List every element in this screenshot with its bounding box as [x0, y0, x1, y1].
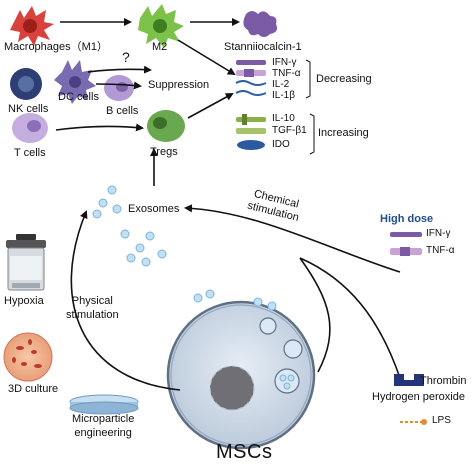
- cytokine-il-10: IL-10: [272, 113, 295, 124]
- physical-line-1: Physical: [71, 295, 113, 307]
- decreasing-cytokine-glyphs: [235, 60, 267, 96]
- suppression-label: Suppression: [148, 79, 210, 91]
- dc-cells-label: DC cells: [58, 91, 99, 103]
- 3d-culture-spheroid-icon: [3, 332, 53, 382]
- stimulation-arrows: [70, 204, 401, 391]
- msc-cell: [166, 289, 316, 450]
- increasing-label: Increasing: [318, 127, 369, 139]
- chemical-stimulation-arrow: [184, 204, 401, 273]
- m2-macrophage-icon: [138, 4, 184, 48]
- tregs-label: Tregs: [150, 146, 178, 158]
- hydrogen-peroxide-label: Hydrogen peroxide: [372, 391, 465, 403]
- suppression-upper-arrow: [87, 65, 152, 74]
- question-mark: ?: [122, 49, 130, 65]
- dc-cell-icon: [54, 60, 96, 104]
- cytokine-il-1-beta: IL-1β: [272, 90, 295, 101]
- cytokine-tnf-alpha: TNF-α: [272, 68, 301, 79]
- cytokine-ido: IDO: [272, 139, 290, 150]
- physical-stimulation-arrow: [70, 210, 181, 391]
- b-cell-icon: [104, 75, 134, 101]
- increasing-cytokine-glyphs: [236, 114, 266, 150]
- increasing-bracket: [309, 113, 315, 155]
- exosomes-label: Exosomes: [128, 203, 180, 215]
- microparticle-line-2: engineering: [74, 427, 132, 439]
- t-to-treg-arrow: [55, 123, 144, 132]
- physical-line-2: stimulation: [66, 309, 119, 321]
- nk-cell-icon: [10, 68, 42, 100]
- macrophage-m1-icon: [10, 6, 54, 46]
- stanniocalcin-label: Stanniiocalcin-1: [224, 41, 302, 53]
- m2-to-cytokines-arrow: [177, 39, 236, 76]
- exosome-particles: [92, 185, 167, 267]
- high-dose-ifn-label: IFN-γ: [426, 228, 451, 239]
- nk-cells-label: NK cells: [8, 103, 49, 115]
- suppression-lower-arrow: [95, 81, 142, 90]
- t-cell-icon: [12, 113, 48, 143]
- m2-label: M2: [152, 41, 168, 53]
- cytokine-ifn-gamma: IFN-γ: [272, 57, 297, 68]
- lps-label: LPS: [432, 415, 451, 426]
- hypoxia-label: Hypoxia: [4, 295, 44, 307]
- cytokine-tgf-beta1: TGF-β1: [272, 125, 307, 136]
- lps-icon: [400, 419, 427, 425]
- cytokine-il-2: IL-2: [272, 79, 290, 90]
- decreasing-bracket: [305, 59, 311, 99]
- thrombin-icon: [394, 374, 424, 386]
- stanniocalcin-protein-icon: [243, 11, 278, 37]
- thrombin-label: Thrombin: [420, 375, 467, 387]
- b-cells-label: B cells: [106, 105, 139, 117]
- high-dose-label: High dose: [380, 213, 434, 225]
- treg-cell-icon: [147, 110, 185, 142]
- physical-stimulation-label: Physical stimulation: [66, 296, 119, 321]
- petri-dish-icon: [69, 394, 139, 415]
- chemical-to-msc-line: [299, 257, 331, 373]
- mscs-label: MSCs: [216, 441, 273, 463]
- top-arrows: [55, 18, 240, 186]
- thrombin-to-msc-line: [299, 257, 401, 379]
- macrophages-m1-label: Macrophages（M1）: [4, 41, 108, 53]
- microparticle-line-1: Microparticle: [72, 413, 135, 425]
- high-dose-tnf-label: TNF-α: [426, 245, 455, 256]
- treg-to-cytokines-arrow: [187, 93, 234, 119]
- t-cells-label: T cells: [14, 147, 46, 159]
- high-dose-cytokines: [390, 232, 422, 256]
- 3d-culture-label: 3D culture: [8, 383, 59, 395]
- decreasing-label: Decreasing: [316, 73, 372, 85]
- microparticle-label: Microparticle engineering: [72, 414, 134, 439]
- hypoxia-chamber-icon: [6, 234, 46, 291]
- msc-nucleus: [210, 366, 254, 410]
